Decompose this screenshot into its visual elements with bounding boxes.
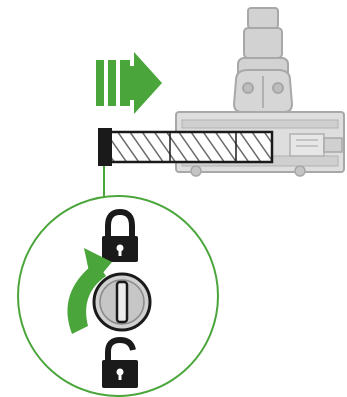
brush-bar	[98, 128, 274, 166]
motor-housing	[232, 69, 294, 113]
slotted-fastener-icon	[92, 272, 152, 332]
padlock-locked-icon	[102, 208, 138, 262]
padlock-unlocked-icon	[102, 336, 138, 388]
curved-arrow-counterclockwise-icon	[67, 248, 112, 334]
triple-arrow-right-icon	[96, 52, 162, 114]
